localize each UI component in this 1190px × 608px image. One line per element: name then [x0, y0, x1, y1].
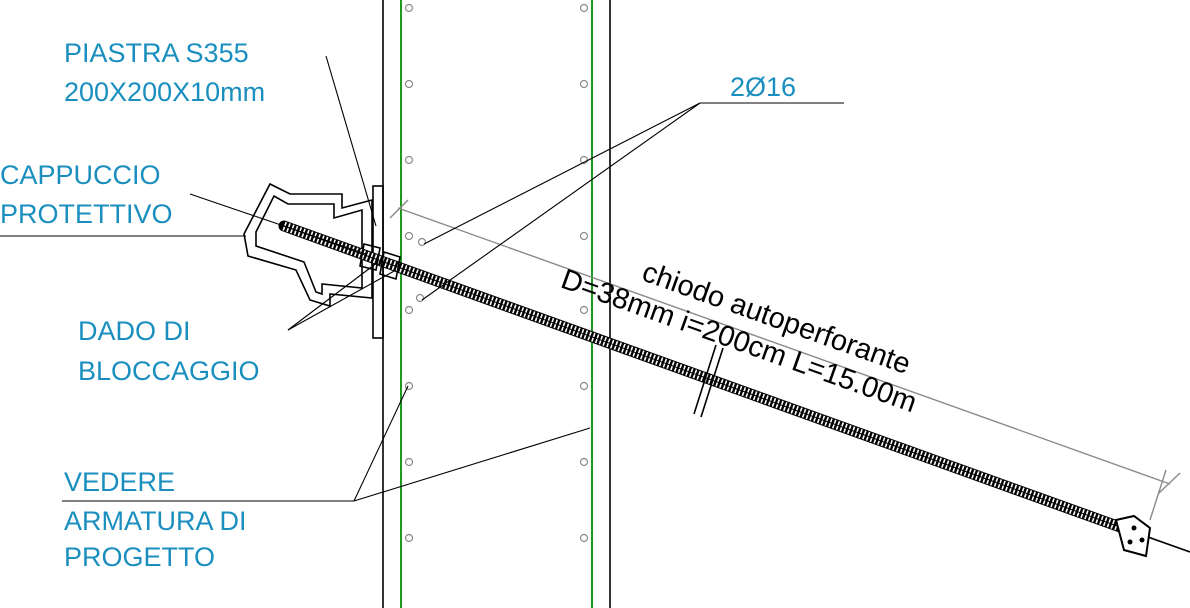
see-label-line1: VEDERE	[64, 467, 175, 497]
dimension-tick-end	[1157, 472, 1181, 495]
transverse-bar-circle	[579, 533, 589, 543]
nail-dimension-line	[389, 199, 1181, 521]
dimension-extension-end	[1149, 469, 1167, 521]
nut-label-line1: DADO DI	[78, 316, 191, 346]
dimension-line	[397, 207, 1171, 485]
transverse-bar-circle	[579, 79, 589, 89]
rebar-circle	[417, 237, 427, 247]
drill-bit-hole	[1139, 537, 1145, 543]
leader-plate	[325, 55, 377, 227]
transverse-bar-circle	[579, 457, 589, 467]
transverse-bar-circle	[404, 231, 414, 241]
leader-nut-2	[287, 269, 397, 331]
washer	[359, 243, 381, 271]
leader-see-2	[353, 427, 591, 502]
locking-nut	[359, 243, 401, 281]
break-mark	[700, 347, 724, 418]
transverse-bar-circle	[404, 79, 414, 89]
drill-bit-hole	[1127, 539, 1133, 545]
break-mark	[693, 344, 717, 415]
plate-label-line2: 200X200X10mm	[64, 77, 265, 107]
leader-lines	[0, 55, 844, 502]
cap-outline-outer	[243, 182, 373, 308]
drill-bit-body	[1114, 514, 1152, 558]
wall-section	[382, 0, 611, 608]
self-drilling-nail	[278, 220, 1190, 553]
nail-axis	[283, 225, 1121, 528]
leader-cap	[189, 193, 367, 255]
cap-label-line1: CAPPUCCIO	[0, 160, 161, 190]
leader-rebar-2	[421, 102, 701, 301]
transverse-bar-circle	[579, 3, 589, 13]
dimension-tick-start	[389, 199, 409, 219]
rebar-circle	[415, 293, 425, 303]
plate-label-line1: PIASTRA S355	[64, 38, 249, 68]
rebar-label: 2Ø16	[730, 72, 796, 102]
transverse-bar-circle	[404, 457, 414, 467]
cap-outline-inner	[255, 194, 363, 296]
leader-see-1	[353, 385, 409, 502]
break-marks	[693, 344, 724, 418]
transverse-bar-circle	[579, 381, 589, 391]
cap-label-line2: PROTETTIVO	[0, 199, 173, 229]
transverse-bar-circle	[404, 155, 414, 165]
transverse-bar-circle	[404, 305, 414, 315]
see-label-line2: ARMATURA DI	[64, 506, 247, 536]
transverse-bar-circle	[404, 533, 414, 543]
transverse-bar-circle	[404, 3, 414, 13]
transverse-bars	[404, 3, 589, 543]
leader-nut-1	[287, 261, 379, 331]
drill-bit-hole	[1131, 525, 1137, 531]
see-label-line3: PROGETTO	[64, 542, 215, 572]
nut-label-line2: BLOCCAGGIO	[78, 356, 260, 386]
nut	[379, 250, 401, 281]
drill-bit	[1114, 514, 1152, 558]
protective-cap	[243, 182, 373, 308]
transverse-bar-circle	[579, 305, 589, 315]
transverse-bar-circle	[579, 231, 589, 241]
leader-rebar-1	[423, 102, 701, 245]
